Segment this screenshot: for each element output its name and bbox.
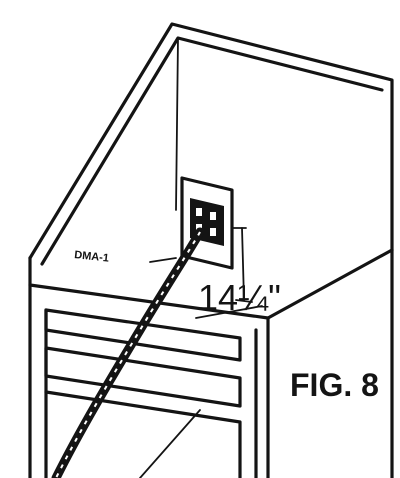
outlet-slot-2 — [210, 212, 216, 220]
outlet-slot-4 — [210, 228, 216, 236]
cabinet-front-top-edge — [28, 248, 394, 320]
figure-label: FIG. 8 — [290, 367, 379, 403]
front-opening-lower — [44, 390, 242, 478]
dimension-underline — [195, 305, 263, 319]
dimension-line — [241, 227, 245, 301]
outlet-slot-1 — [196, 208, 202, 216]
part-tag-label: DMA-1 — [74, 249, 110, 265]
dimension-tick-bottom — [235, 299, 253, 303]
cabinet-top-back-edge — [28, 22, 394, 478]
interior-floor-line — [139, 409, 201, 478]
part-tag-leader — [149, 257, 177, 263]
dimension-label: 14¼" — [198, 277, 281, 318]
power-cord-icon — [51, 227, 205, 478]
cabinet-outline-icon — [28, 22, 394, 478]
dimension-marker — [195, 227, 263, 319]
cabinet-back-corner — [175, 37, 179, 211]
